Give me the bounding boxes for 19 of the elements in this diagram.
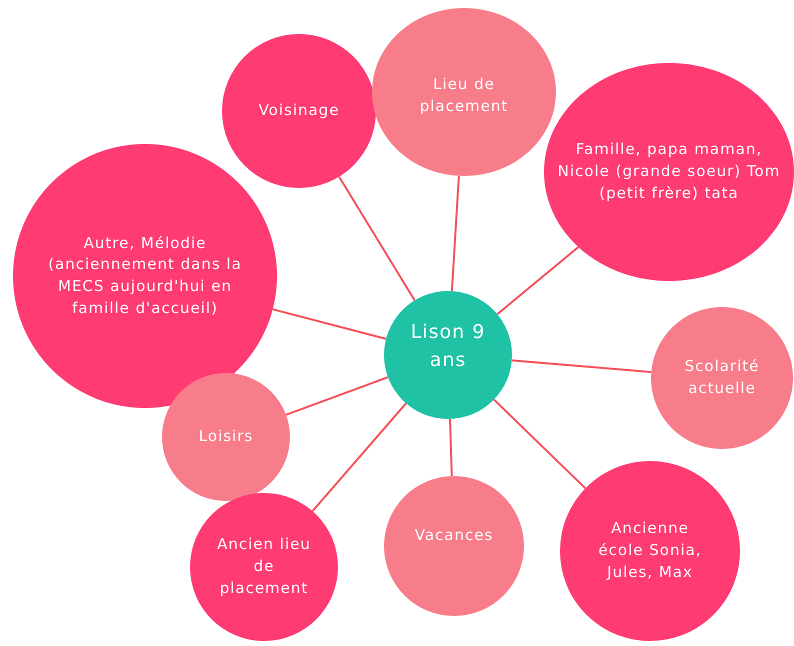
node-label: Voisinage [258, 100, 340, 122]
node-label: Ancienne école Sonia, Jules, Max [597, 518, 703, 583]
node-label: Autre, Mélodie (anciennement dans la MECS aujourd'hui en famille d'accueil) [48, 232, 242, 319]
connector-line [493, 398, 586, 490]
node-label: Famille, papa maman, Nicole (grande soeur) Tom (petit frère) tata [556, 139, 782, 204]
connector-line [512, 359, 652, 374]
node-label: Vacances [414, 525, 494, 546]
node-label: Ancien lieu de placement [216, 534, 312, 599]
connector-line [450, 176, 460, 292]
node-label: Loisirs [198, 426, 254, 448]
node-label: Lieu de placement [418, 74, 510, 117]
connector-line [496, 246, 579, 315]
node-label: Lison 9 ans [410, 320, 486, 373]
connector-line [272, 308, 386, 340]
node-label: Scolarité actuelle [684, 356, 760, 399]
connector-line [449, 418, 453, 476]
connector-line [286, 376, 388, 416]
connector-line [312, 402, 407, 512]
connector-line [338, 176, 416, 301]
